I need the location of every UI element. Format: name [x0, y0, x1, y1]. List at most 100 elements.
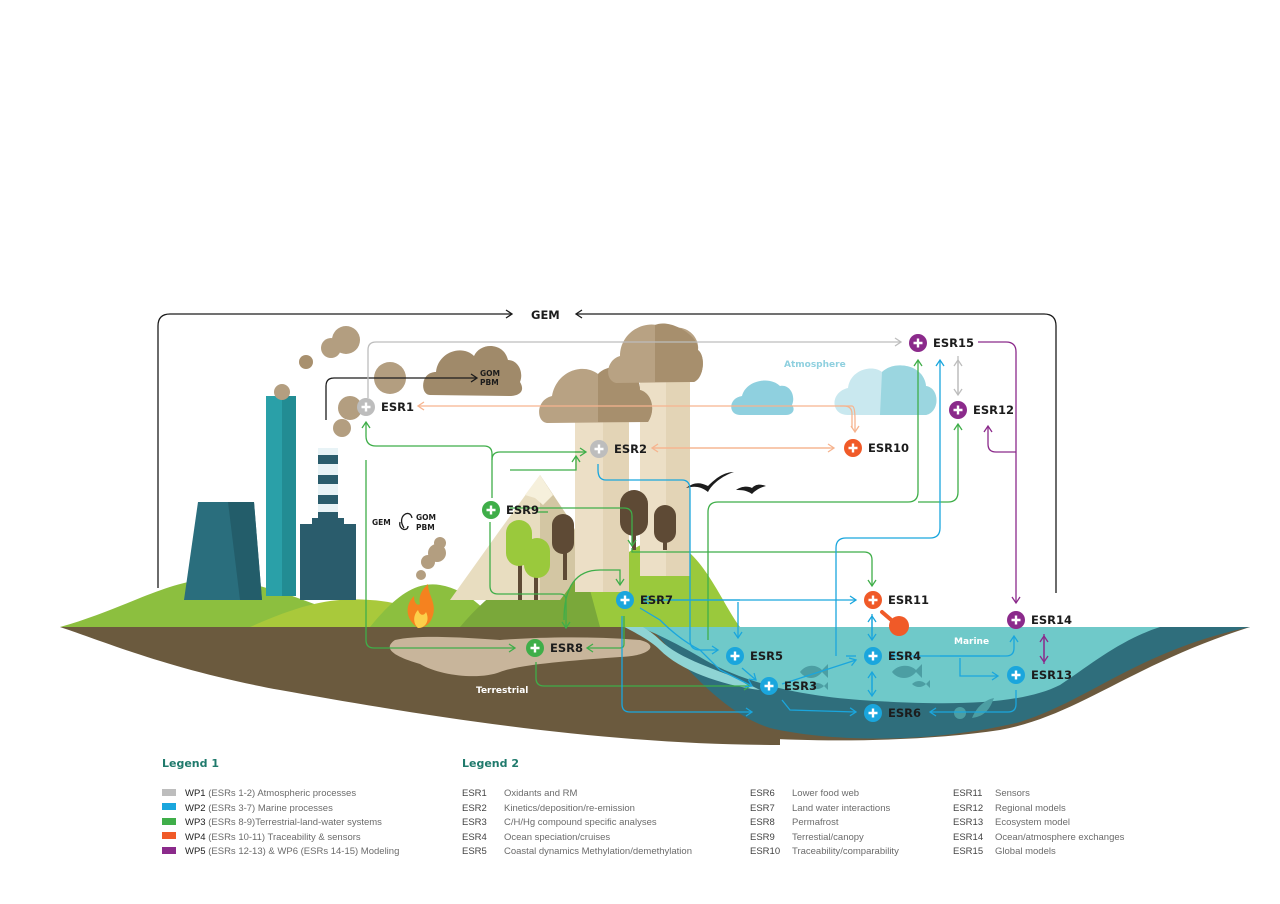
legend-esr-code: ESR6	[750, 788, 775, 799]
arrows	[157, 309, 1057, 717]
legend-wp-detail: (ESRs 1-2) Atmospheric processes	[205, 788, 357, 799]
legend-1-row: WP4 (ESRs 10-11) Traceability & sensors	[162, 831, 361, 845]
node-esr12: ESR12	[949, 401, 1014, 419]
plus-icon	[953, 405, 963, 415]
plus-icon	[764, 681, 774, 691]
plus-icon	[594, 444, 604, 454]
node-label: ESR4	[888, 649, 921, 663]
legend-swatch	[162, 832, 176, 840]
esr9-esr1	[361, 420, 493, 498]
legend-1-row: WP1 (ESRs 1-2) Atmospheric processes	[162, 787, 356, 801]
esr7-down-loop	[621, 616, 754, 717]
legend-esr-code: ESR10	[750, 846, 781, 857]
node-label: ESR5	[750, 649, 783, 663]
cycle-gem-label: GEM	[372, 518, 391, 527]
legend-esr-desc: Ocean/atmosphere exchanges	[995, 831, 1125, 843]
legend-esr-desc: Land water interactions	[792, 802, 891, 814]
legend-esr-code: ESR4	[462, 831, 487, 843]
esr9-to-esr8-tree	[489, 522, 571, 630]
cloud-gom-label: GOM	[480, 369, 500, 378]
esr7-to-esr15-green	[707, 358, 923, 640]
esr14-to-esr12	[983, 424, 1016, 453]
legend-esr-desc: Global models	[995, 846, 1056, 857]
permafrost-patch	[389, 636, 651, 677]
legend-esr-code: ESR12	[953, 802, 984, 814]
blue-cloud-small	[731, 380, 794, 415]
node-label: ESR12	[973, 403, 1014, 417]
legend-2-row: ESR5 Coastal dynamics Methylation/demethy…	[462, 845, 692, 860]
mountain-snow	[525, 475, 553, 505]
esr8-left-loop	[365, 460, 517, 653]
legend-wp: WP1	[185, 788, 206, 799]
legend-wp-detail: (ESRs 12-13) & WP6 (ESRs 14-15) Modeling	[205, 846, 400, 857]
legend-1-row: WP5 (ESRs 12-13) & WP6 (ESRs 14-15) Mode…	[162, 845, 399, 859]
dark-cloud	[423, 345, 523, 396]
plus-icon	[361, 402, 371, 412]
node-esr8: ESR8	[526, 639, 583, 657]
legend-wp: WP3	[185, 817, 206, 828]
node-label: ESR14	[1031, 613, 1072, 627]
landscape	[60, 475, 1250, 745]
legend-esr-code: ESR14	[953, 831, 984, 843]
hill-mid-left	[370, 584, 500, 627]
gem-top-label: GEM	[531, 308, 560, 322]
esr2-to-esr7	[597, 464, 720, 655]
cycle-gom-label: GOM	[416, 513, 436, 522]
esr1-to-esr15	[367, 337, 903, 398]
node-esr3: ESR3	[760, 677, 817, 695]
legend-wp-detail: (ESRs 3-7) Marine processes	[205, 802, 333, 814]
node-esr13: ESR13	[1007, 666, 1072, 684]
legend-2-title: Legend 2	[462, 757, 519, 770]
legend-esr-code: ESR11	[953, 788, 983, 799]
legend-2-row: ESR14 Ocean/atmosphere exchanges	[953, 831, 1124, 846]
node-label: ESR6	[888, 706, 921, 720]
esr4-to-esr14	[940, 634, 1019, 657]
legend-esr-code: ESR9	[750, 831, 775, 843]
node-esr14: ESR14	[1007, 611, 1072, 629]
plus-icon	[1011, 615, 1021, 625]
node-esr4: ESR4	[864, 647, 921, 665]
node-label: ESR13	[1031, 668, 1072, 682]
node-esr10: ESR10	[844, 439, 909, 457]
legend-esr-code: ESR3	[462, 817, 487, 828]
node-esr1: ESR1	[357, 398, 414, 416]
node-label: ESR2	[614, 442, 647, 456]
marine-label: Marine	[954, 637, 989, 647]
fish-icon	[892, 664, 922, 678]
legend-esr-code: ESR5	[462, 846, 487, 857]
legend-swatch	[162, 846, 176, 854]
legend-esr-code: ESR13	[953, 817, 984, 828]
plus-icon	[913, 338, 923, 348]
esr3-esr4	[781, 657, 858, 685]
legend-swatch	[162, 817, 176, 825]
legend-esr-desc: Lower food web	[792, 788, 860, 799]
node-label: ESR1	[381, 400, 414, 414]
factory	[184, 384, 356, 600]
node-label: ESR11	[888, 593, 929, 607]
fish-icon	[800, 664, 828, 678]
legend-swatch	[162, 803, 176, 811]
bird-icon	[686, 472, 734, 492]
sensor-buoy	[889, 616, 909, 636]
esr15-to-esr14	[978, 341, 1021, 605]
gem-loop-right	[574, 309, 1057, 593]
esr9-esr2	[491, 451, 580, 461]
shell-icon	[954, 707, 966, 719]
fish-icon	[810, 682, 828, 690]
atmosphere-label: Atmosphere	[784, 360, 846, 370]
node-esr5: ESR5	[726, 647, 783, 665]
cycle-pbm-label: PBM	[416, 523, 435, 532]
node-esr6: ESR6	[864, 704, 921, 722]
legend-esr-code: ESR8	[750, 817, 775, 828]
esr9-right	[510, 507, 637, 548]
node-label: ESR7	[640, 593, 673, 607]
legend-1: Legend 1 WP1 (ESRs 1-2) Atmospheric proc…	[162, 757, 432, 867]
legend-esr-desc: Coastal dynamics Methylation/demethylati…	[504, 846, 692, 857]
to-esr12-green	[918, 422, 963, 503]
node-esr9: ESR9	[482, 501, 539, 519]
esr4-to-esr15-blue	[835, 358, 945, 656]
